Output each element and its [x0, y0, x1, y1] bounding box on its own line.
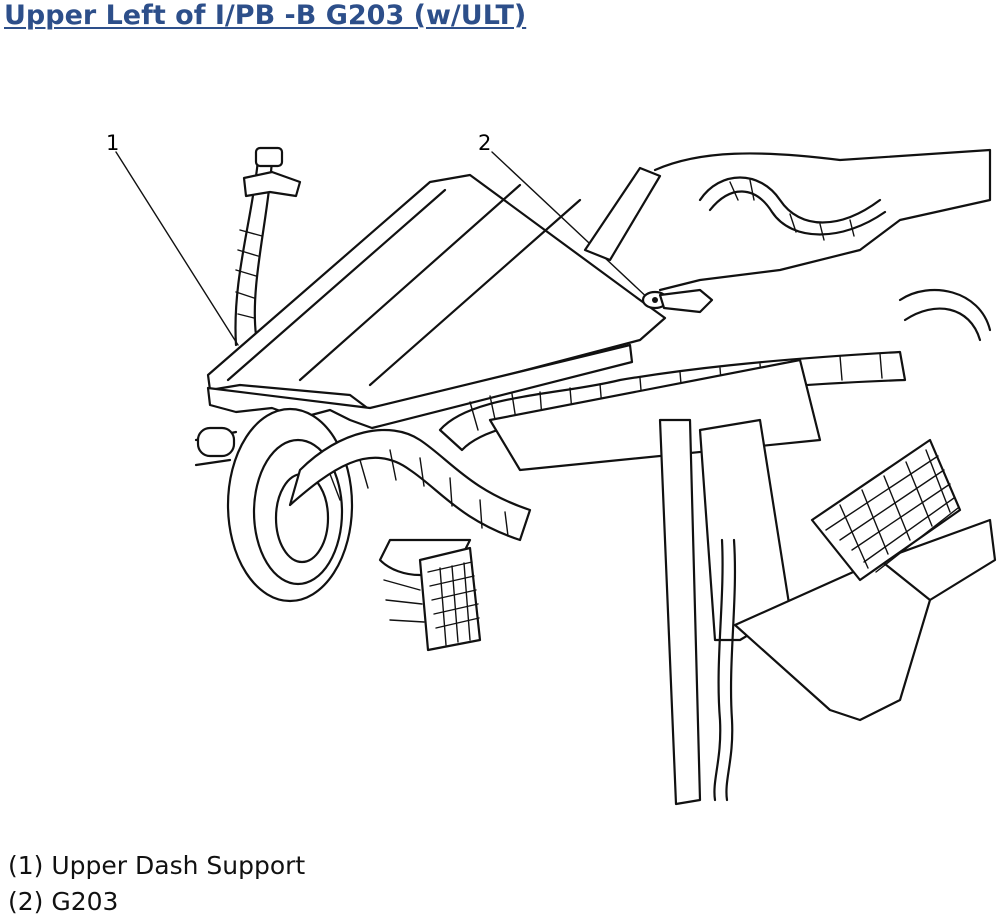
- legend-item-upper-dash-support: (1) Upper Dash Support: [8, 851, 306, 880]
- g203-ground-stud: [641, 288, 714, 314]
- grid-connector: [810, 438, 962, 582]
- leader-line-1: [115, 151, 239, 346]
- wiring-diagram-figure: 1 2: [106, 131, 997, 806]
- upper-dash-support: [206, 173, 667, 430]
- lower-dangling-wire: [713, 538, 724, 802]
- leader-line-2: [491, 151, 653, 303]
- left-vertical-harness: [234, 146, 302, 347]
- lower-dangling-wire-edge: [725, 538, 737, 802]
- callout-number-1: 1: [106, 131, 119, 155]
- upper-right-harnesses: [698, 176, 992, 342]
- harness-connector: [383, 546, 482, 652]
- legend-item-g203: (2) G203: [8, 887, 119, 916]
- callout-number-2: 2: [478, 131, 491, 155]
- right-side-assembly: [488, 148, 997, 806]
- legend: (1) Upper Dash Support (2) G203: [8, 848, 305, 920]
- grommet: [194, 407, 354, 603]
- page-title: Upper Left of I/PB -B G203 (w/ULT): [4, 0, 527, 31]
